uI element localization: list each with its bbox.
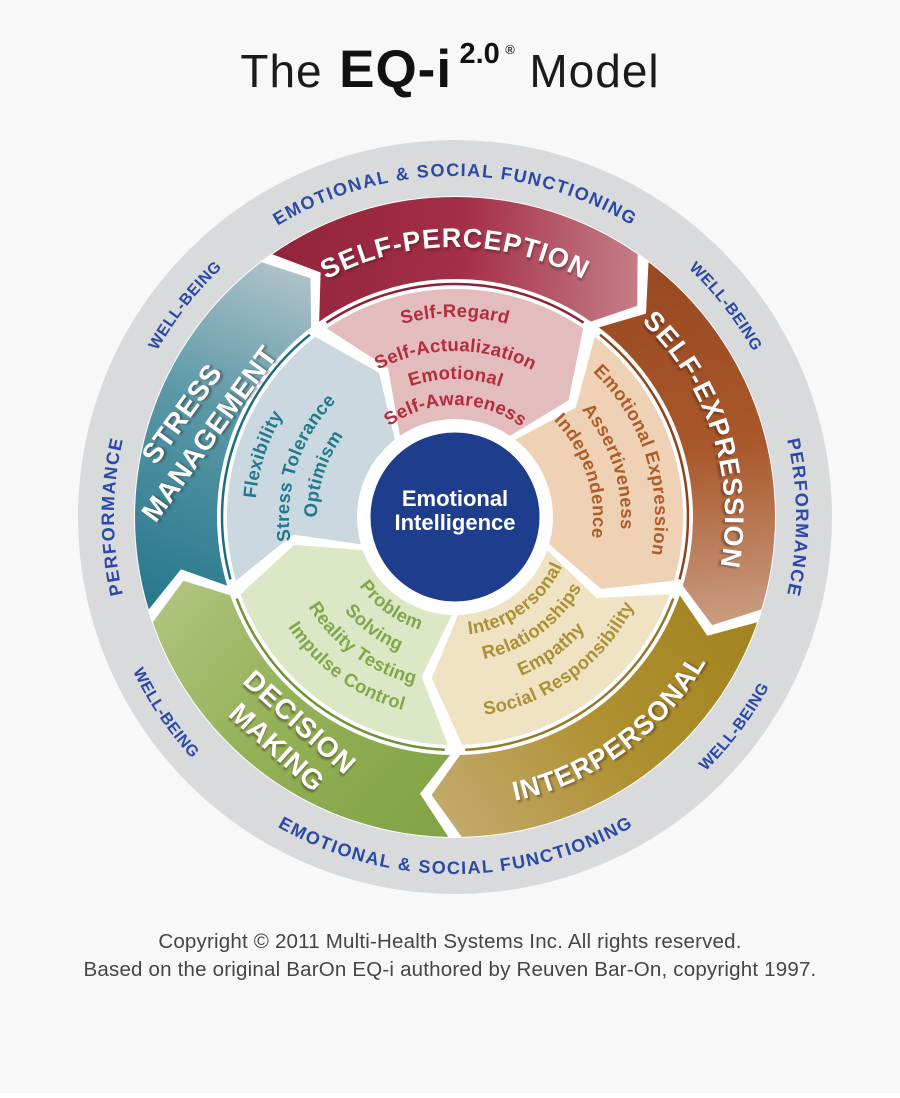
wedge-self-expression-inner <box>515 336 684 589</box>
page-title: The EQ-i 2.0 ® Model <box>240 38 659 99</box>
band-interpersonal <box>431 595 758 837</box>
accent-arc-decision-making <box>235 598 445 752</box>
wedge-self-perception-inner <box>326 288 584 436</box>
title-the: The <box>240 45 322 97</box>
title-brand: EQ-i <box>339 40 452 99</box>
wedge-interpersonal-inner <box>431 550 670 745</box>
center-label-line1: Emotional <box>402 486 508 511</box>
accent-arc-self-expression <box>599 333 690 580</box>
band-self-expression <box>598 262 775 626</box>
band-stress-management <box>135 262 312 610</box>
copyright-line1: Copyright © 2011 Multi-Health Systems In… <box>158 930 741 953</box>
eq-model-wheel: EMOTIONAL & SOCIAL FUNCTIONING EMOTIONAL… <box>78 140 832 894</box>
accent-arc-interpersonal <box>465 598 675 752</box>
wedge-decision-making-inner <box>240 544 452 745</box>
title-model: Model <box>529 45 659 97</box>
band-self-perception <box>272 196 638 322</box>
title-version: 2.0 <box>460 38 500 70</box>
accent-arc-self-perception <box>325 282 585 324</box>
registered-mark: ® <box>505 42 515 57</box>
center-circle <box>363 425 547 609</box>
wedge-stress-management-inner <box>226 336 395 581</box>
accent-arc-stress-management <box>220 333 311 580</box>
band-decision-making <box>152 580 451 837</box>
center-label-line2: Intelligence <box>394 510 515 535</box>
copyright-line2: Based on the original BarOn EQ-i authore… <box>84 958 817 981</box>
